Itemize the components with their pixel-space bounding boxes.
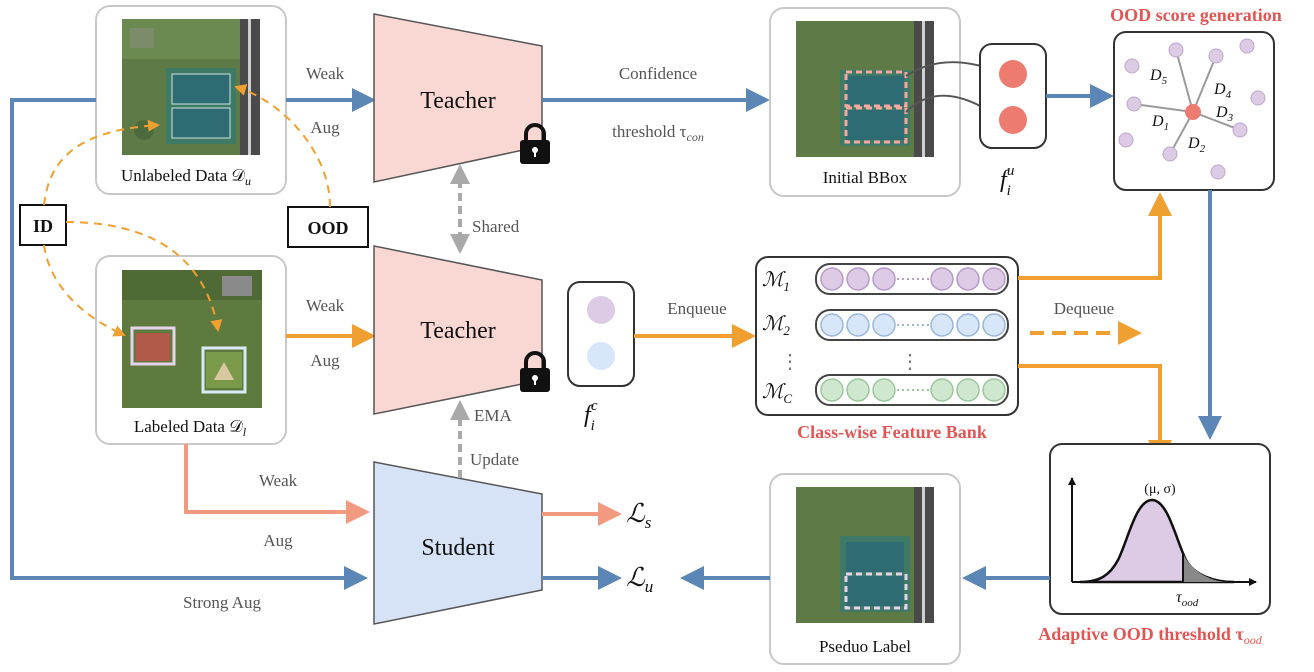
labeled-data-box: Labeled Data 𝒟l bbox=[95, 255, 287, 445]
distance-d1: D1 bbox=[1151, 113, 1169, 133]
teacher-top: Teacher bbox=[373, 13, 550, 183]
feature-unlabeled-capsule bbox=[979, 43, 1047, 149]
distance-d5: D5 bbox=[1149, 67, 1168, 87]
confidence-label: Confidence bbox=[619, 64, 697, 83]
feature-dot bbox=[999, 60, 1027, 88]
bank-row-label: ℳ2 bbox=[762, 313, 790, 338]
pseudo-bbox bbox=[844, 572, 908, 610]
feature-unlabeled-label: fiu bbox=[1000, 163, 1014, 199]
queue-feature-dot bbox=[956, 378, 980, 402]
lock-icon bbox=[520, 123, 550, 164]
bbox-candidate-bottom bbox=[844, 106, 908, 144]
enqueue-label: Enqueue bbox=[667, 299, 726, 318]
queue-feature-dot bbox=[846, 313, 870, 337]
labeled-aerial-image bbox=[122, 270, 262, 408]
student: Student bbox=[373, 461, 543, 625]
svg-text:OOD: OOD bbox=[307, 218, 348, 238]
queue-feature-dot bbox=[820, 378, 844, 402]
feature-bank-box: ℳ1 ℳ2 ℳC ⋮ ⋮ bbox=[755, 256, 1019, 416]
queue-feature-dot bbox=[846, 378, 870, 402]
id-box-tennis bbox=[130, 326, 176, 366]
score-neighbor-dots bbox=[1118, 38, 1266, 180]
loss-supervised: ℒs bbox=[626, 499, 652, 532]
peak-label: (μ, σ) bbox=[1144, 482, 1176, 497]
unlabeled-data-label: Unlabeled Data 𝒟u bbox=[121, 166, 251, 188]
arrow-labeled-to-student bbox=[184, 444, 370, 524]
queue-feature-dot bbox=[982, 378, 1006, 402]
bank-row-label: ℳC bbox=[762, 381, 792, 406]
threshold-box: (μ, σ) τood bbox=[1049, 443, 1271, 615]
feature-dot bbox=[587, 342, 615, 370]
pseudo-label-text: Pseduo Label bbox=[819, 637, 911, 656]
distance-d4: D4 bbox=[1213, 81, 1232, 101]
aug-bottom-label: Aug bbox=[263, 531, 293, 550]
labeled-data-label: Labeled Data 𝒟l bbox=[134, 417, 247, 439]
bank-ellipsis-right: ⋮ bbox=[900, 351, 920, 373]
lock-icon bbox=[520, 351, 550, 392]
distance-d3: D3 bbox=[1215, 104, 1234, 124]
queue-feature-dot bbox=[982, 267, 1006, 291]
queue-feature-dot bbox=[872, 378, 896, 402]
queue-feature-dot bbox=[930, 378, 954, 402]
feature-bank-title: Class-wise Feature Bank bbox=[797, 422, 987, 442]
teacher-bottom: Teacher bbox=[373, 245, 550, 415]
weak-mid-label: Weak bbox=[306, 296, 345, 315]
threshold-title: Adaptive OOD threshold τood bbox=[1038, 624, 1263, 647]
aug-mid-label: Aug bbox=[310, 351, 340, 370]
distance-d2: D2 bbox=[1187, 135, 1206, 155]
svg-text:ID: ID bbox=[33, 216, 53, 236]
pseudo-label-box: Pseduo Label bbox=[769, 473, 961, 665]
feature-labeled-capsule bbox=[567, 281, 635, 387]
ood-score-box: D5 D4 D3 D1 D2 bbox=[1113, 31, 1275, 191]
queue-feature-dot bbox=[982, 313, 1006, 337]
arrow-bank-to-score bbox=[1018, 192, 1172, 280]
feature-labeled-label: fic bbox=[584, 398, 598, 434]
ood-tag: OOD bbox=[287, 206, 369, 248]
arrow-strong-aug bbox=[10, 98, 368, 590]
queue-feature-dot bbox=[930, 267, 954, 291]
queue-feature-dot bbox=[872, 313, 896, 337]
update-label: Update bbox=[470, 450, 519, 469]
dequeue-label: Dequeue bbox=[1054, 299, 1114, 318]
strong-aug-label: Strong Aug bbox=[183, 593, 261, 612]
feature-dot bbox=[587, 296, 615, 324]
bbox-aerial-image bbox=[796, 21, 934, 157]
bank-queue-rows bbox=[815, 263, 1009, 406]
weak-bottom-label: Weak bbox=[259, 471, 298, 490]
id-box-baseball bbox=[201, 346, 247, 394]
weak-top-label: Weak bbox=[306, 64, 345, 83]
bank-ellipsis-left: ⋮ bbox=[780, 351, 800, 373]
pseudo-aerial-image bbox=[796, 487, 934, 623]
initial-bbox-label: Initial BBox bbox=[823, 168, 908, 187]
initial-bbox-box: Initial BBox bbox=[769, 7, 961, 197]
loss-unsupervised: ℒu bbox=[626, 563, 653, 596]
ood-score-title: OOD score generation bbox=[1110, 5, 1282, 25]
id-tag: ID bbox=[19, 204, 67, 246]
unlabeled-data-box: Unlabeled Data 𝒟u bbox=[95, 5, 287, 195]
svg-text:Teacher: Teacher bbox=[420, 88, 496, 114]
bank-row-label: ℳ1 bbox=[762, 269, 790, 294]
aug-top-label: Aug bbox=[310, 118, 340, 137]
queue-feature-dot bbox=[820, 267, 844, 291]
queue-feature-dot bbox=[930, 313, 954, 337]
queue-feature-dot bbox=[820, 313, 844, 337]
score-query-dot bbox=[1185, 104, 1201, 120]
shared-label: Shared bbox=[472, 217, 520, 236]
tag-link-curves bbox=[43, 84, 331, 337]
queue-feature-dot bbox=[872, 267, 896, 291]
svg-text:Teacher: Teacher bbox=[420, 318, 496, 344]
tau-ood-label: τood bbox=[1176, 589, 1199, 609]
feature-dot bbox=[999, 106, 1027, 134]
queue-feature-dot bbox=[956, 267, 980, 291]
queue-feature-dot bbox=[956, 313, 980, 337]
queue-feature-dot bbox=[846, 267, 870, 291]
threshold-con-label: threshold τcon bbox=[612, 122, 704, 144]
bbox-candidate-top bbox=[844, 70, 908, 108]
ood-tail-region bbox=[1183, 553, 1228, 582]
ema-label: EMA bbox=[474, 406, 513, 425]
svg-text:Student: Student bbox=[421, 535, 495, 561]
arrow-bank-to-threshold bbox=[1018, 364, 1172, 464]
